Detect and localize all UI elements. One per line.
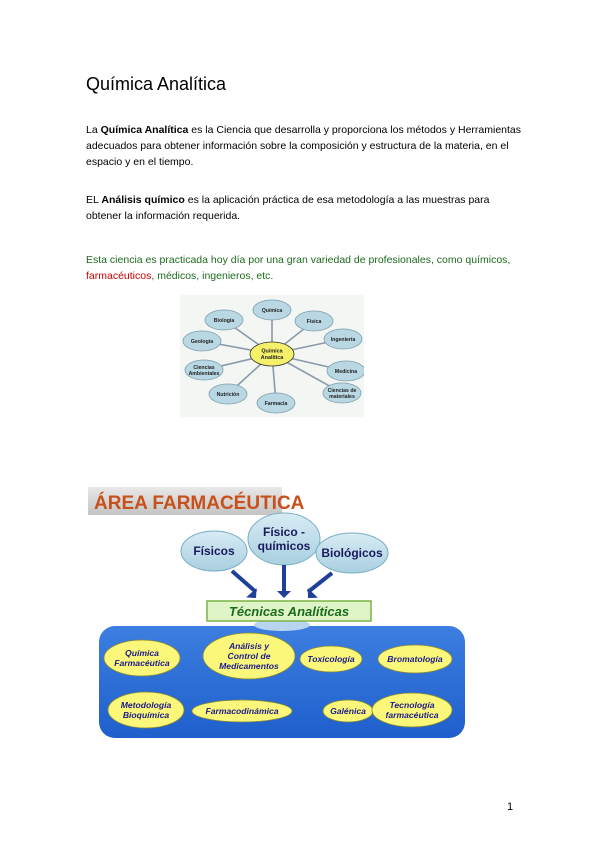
down-arrow <box>230 569 258 598</box>
p3-red: farmacéuticos <box>86 270 152 282</box>
field-label: Farmacodinámica <box>205 706 278 716</box>
area-header: ÁREA FARMACÉUTICA <box>94 492 305 514</box>
discipline-label: Ingeniería <box>331 337 356 343</box>
p3-green-1: Esta ciencia es practicada hoy día por u… <box>86 254 511 266</box>
professionals-paragraph: Esta ciencia es practicada hoy día por u… <box>86 252 526 284</box>
discipline-label: Nutrición <box>217 392 240 398</box>
pharma-area-diagram: ÁREA FARMACÉUTICA Físicos Físico -químico… <box>88 487 465 738</box>
science-label: Físicos <box>193 544 235 558</box>
header-box <box>88 487 282 515</box>
p2-pre: EL <box>86 194 102 206</box>
science-node: Físico -químicos <box>247 512 321 566</box>
science-label: Biológicos <box>321 546 383 560</box>
discipline-node: Nutrición <box>208 383 248 405</box>
center-oval <box>249 341 295 367</box>
field-label: Galénica <box>330 706 366 716</box>
discipline-label: Física <box>307 319 322 325</box>
techniques-box <box>206 600 372 622</box>
discipline-node: Medicina <box>326 360 364 382</box>
p2-bold: Análisis químico <box>101 194 185 206</box>
page-number: 1 <box>507 801 514 813</box>
discipline-label: Medicina <box>335 369 357 375</box>
discipline-label: Química <box>262 308 283 314</box>
discipline-node: Física <box>294 310 334 332</box>
p1-bold: Química Analítica <box>100 124 189 136</box>
field-node: Bromatología <box>377 644 453 674</box>
discipline-label: Biología <box>214 318 235 324</box>
disciplines-diagram: QuímicaFísicaIngenieríaMedicinaCiencias … <box>180 295 364 417</box>
techniques-label: Técnicas Analíticas <box>229 604 349 619</box>
down-arrow <box>277 565 291 598</box>
discipline-label: Geología <box>191 339 213 345</box>
p2-rest: es la aplicación práctica de esa metodol… <box>86 194 490 222</box>
page-title: Química Analítica <box>86 74 227 94</box>
field-node: Farmacodinámica <box>191 699 293 723</box>
field-label: Toxicología <box>307 654 355 664</box>
p1-rest: es la Ciencia que desarrolla y proporcio… <box>86 124 522 168</box>
science-node: Físicos <box>180 530 248 572</box>
analysis-paragraph: EL Análisis químico es la aplicación prá… <box>86 192 526 224</box>
discipline-node: Farmacia <box>256 392 296 414</box>
discipline-node: Geología <box>182 330 222 352</box>
down-arrow <box>306 571 334 598</box>
field-label: Bromatología <box>387 654 443 664</box>
definition-paragraph: La Química Analítica es la Ciencia que d… <box>86 122 526 170</box>
science-node: Biológicos <box>315 532 389 574</box>
discipline-label: Farmacia <box>265 401 288 407</box>
science-label: Físico -químicos <box>258 525 311 553</box>
field-node: Galénica <box>322 699 374 723</box>
p1-pre: La <box>86 124 101 136</box>
discipline-node: Biología <box>204 309 244 331</box>
p3-green-2: , médicos, ingenieros, etc. <box>151 270 274 282</box>
discipline-node: Química <box>252 299 292 321</box>
discipline-node: Ingeniería <box>323 328 363 350</box>
field-node: Toxicología <box>299 645 363 673</box>
